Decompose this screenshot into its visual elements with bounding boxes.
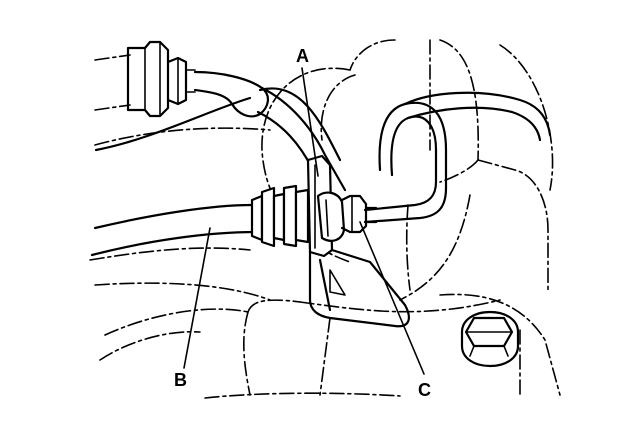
callout-label-c: C [418, 380, 431, 400]
leader-line-c [359, 221, 425, 375]
flexible-brake-hose [90, 184, 310, 257]
callout-label-b: B [174, 370, 187, 390]
leader-line-a [301, 67, 319, 177]
leader-line-b [183, 227, 211, 369]
leader-lines [183, 67, 425, 375]
upper-brake-hose [94, 40, 196, 118]
brake-clip [316, 191, 378, 242]
callout-label-a: A [296, 46, 309, 66]
mounting-bolt [460, 310, 520, 368]
metal-brake-line [94, 70, 552, 224]
